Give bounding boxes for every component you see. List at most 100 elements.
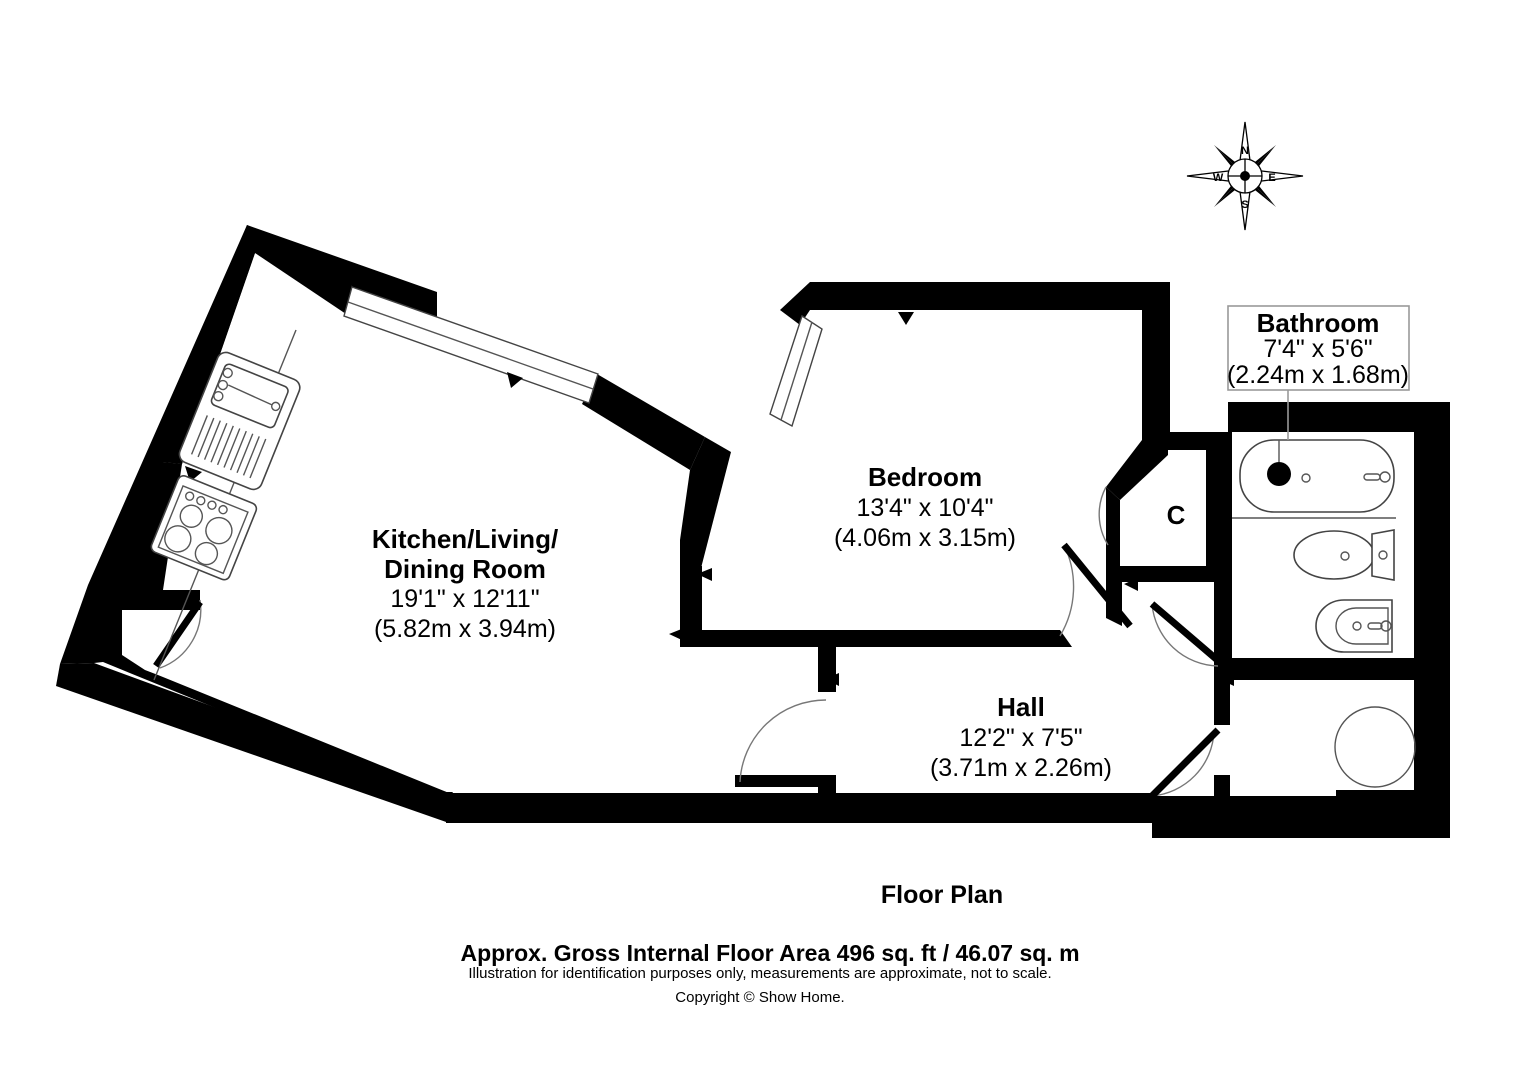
toilet-bowl (1293, 530, 1375, 580)
water-cylinder (1334, 706, 1416, 788)
kitchen-label-line2: Dining Room (384, 554, 546, 584)
door-arc-cupboard (1098, 486, 1109, 546)
compass-label-west: W (1213, 172, 1224, 184)
compass-label-north: N (1241, 145, 1249, 157)
marker-kitchen-window (507, 372, 523, 388)
bathtub-plughole (1301, 473, 1311, 483)
hob-ring-3 (164, 525, 192, 553)
bedroom-label-name: Bedroom (868, 462, 982, 492)
wall-hall-door-threshold (735, 775, 823, 787)
kitchen-fixtures (150, 329, 301, 681)
bathroom-callout-box (1227, 305, 1410, 391)
sink-tap-handle-1 (222, 367, 233, 379)
hob-knob-2 (196, 495, 206, 506)
copyright-note: Copyright © Show Home. (675, 989, 844, 1006)
sink-tap-spout (227, 384, 273, 406)
wall-bedroom-right-upper (1142, 282, 1170, 440)
window-kitchen-mullion (347, 301, 594, 390)
bathtub-tap-head (1379, 471, 1391, 483)
hob-knob-1 (184, 491, 195, 501)
wall-bedroom-top (810, 282, 1170, 310)
windows (343, 286, 823, 428)
door-leaf-entrance (153, 600, 203, 668)
wall-store-left (1214, 680, 1230, 725)
marker-cupboard-bottom (1150, 568, 1166, 581)
room-labels: Kitchen/Living/ Dining Room 19'1" x 12'1… (372, 462, 1186, 782)
door-leaf-bedroom (1061, 542, 1133, 629)
toilet-cistern (1371, 529, 1395, 581)
shower-head (1267, 462, 1291, 486)
bathroom-callout-metric: (2.24m x 1.68m) (1227, 361, 1409, 389)
hob-ring-2 (205, 516, 233, 545)
sink-tap-handle-2 (217, 379, 229, 391)
bathroom-callout: Bathroom 7'4" x 5'6" (2.24m x 1.68m) (1227, 305, 1410, 440)
wall-hall-left-partition-upper (818, 647, 836, 692)
hob-ring-1 (179, 504, 203, 528)
window-bedroom-mullion (780, 321, 813, 421)
compass-center-dot (1240, 171, 1250, 181)
wall-bedroom-top-left-stub (780, 282, 810, 325)
bathroom-callout-imperial: 7'4" x 5'6" (1263, 335, 1372, 363)
plan-title: Floor Plan (881, 881, 1003, 909)
wall-bathroom-bottom (1214, 658, 1430, 680)
hob-knob-4 (218, 504, 228, 515)
wall-kitchen-left-upper (163, 225, 255, 464)
wall-kitchen-outer (60, 225, 449, 803)
bathroom-fixtures (1232, 439, 1396, 653)
wall-kitchen-top-left-stub (247, 225, 352, 318)
wall-kitchen-right-diagonal (680, 437, 731, 572)
marker-bedroom-bottom (899, 630, 915, 643)
door-arc-store (1151, 731, 1215, 797)
wall-structure (56, 225, 1450, 838)
marker-bathroom-left (1219, 673, 1234, 686)
hob-ring-4 (194, 541, 219, 566)
hob-plate (157, 485, 249, 575)
gross-internal-area: Approx. Gross Internal Floor Area 496 sq… (460, 940, 1079, 966)
hob-knob-3 (207, 500, 217, 510)
cupboard-label: C (1167, 500, 1186, 530)
basin-bowl (1335, 607, 1389, 645)
hall-label-metric: (3.71m x 2.26m) (930, 754, 1112, 782)
sink-tap-handle-3 (213, 390, 224, 402)
kitchen-label-imperial: 19'1" x 12'11" (390, 585, 539, 613)
bathroom-callout-name: Bathroom (1257, 308, 1380, 338)
wall-bathroom-left (1214, 432, 1232, 670)
basin-tap (1367, 622, 1383, 630)
basin-plughole (1352, 621, 1362, 631)
sink-drainer-grooves (190, 415, 267, 479)
door-arc-bathroom (1151, 603, 1219, 667)
hob-body (150, 475, 258, 581)
marker-hall-partition (825, 673, 839, 686)
bathtub-body (1239, 439, 1395, 513)
wall-kitchen-top-right (582, 374, 705, 470)
basin-body (1315, 599, 1393, 653)
wall-store-step (1336, 790, 1450, 810)
door-arc-entrance (159, 599, 202, 669)
hall-label-imperial: 12'2" x 7'5" (959, 724, 1082, 752)
bedroom-label-metric: (4.06m x 3.15m) (834, 524, 1016, 552)
kitchen-label-line1: Kitchen/Living/ (372, 524, 558, 554)
door-leaf-bathroom (1149, 601, 1225, 667)
footer: Floor Plan Approx. Gross Internal Floor … (460, 881, 1079, 1006)
wall-bathroom-top (1228, 402, 1428, 432)
basin-tap-head (1380, 620, 1392, 632)
wall-cupboard-top (1142, 432, 1230, 450)
wall-cupboard-diagonal-bottom (1106, 487, 1120, 580)
wall-right-outer (1414, 402, 1450, 838)
wall-kitchen-bottom (56, 663, 449, 823)
toilet-cistern-button (1378, 550, 1388, 560)
compass-label-east: E (1268, 172, 1275, 184)
wall-bottom-main (446, 793, 1152, 823)
bedroom-label-imperial: 13'4" x 10'4" (856, 494, 993, 522)
door-arc-hall-kitchen (739, 699, 827, 783)
marker-bedroom-left-lower (669, 628, 684, 641)
wall-bedroom-left-lower (680, 566, 702, 636)
marker-bedroom-left-upper (697, 568, 712, 581)
marker-bedroom-top (898, 312, 914, 325)
marker-store-door (1148, 796, 1164, 809)
toilet-flush-hole (1340, 551, 1350, 561)
compass-label-south: S (1241, 199, 1248, 211)
store-fixtures (1334, 706, 1416, 788)
